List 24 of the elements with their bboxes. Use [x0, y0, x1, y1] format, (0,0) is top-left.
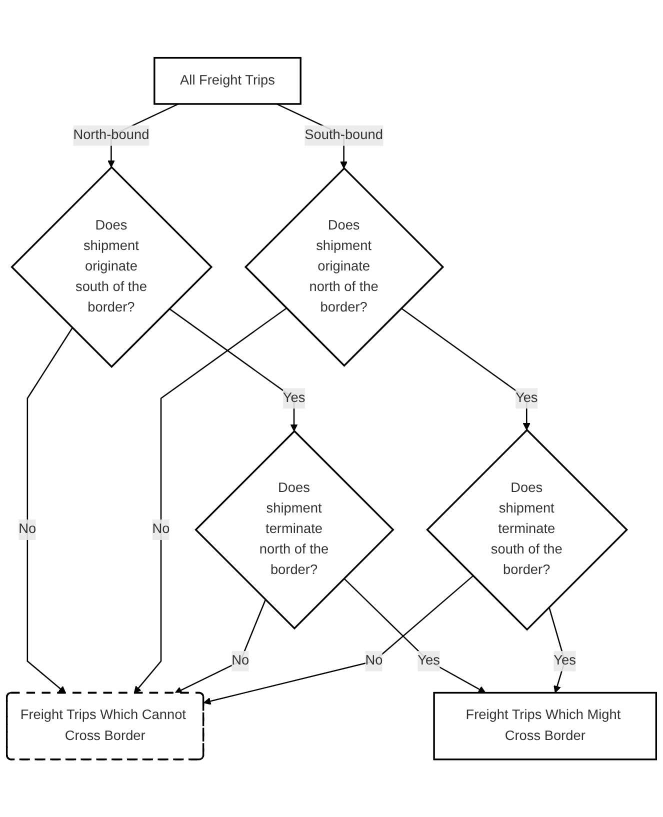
node-diamond: Does shipment terminate south of the border? [426, 428, 628, 631]
arrow [203, 575, 474, 705]
edge-label: Yes [515, 390, 538, 406]
edge-label: No [152, 522, 170, 536]
arrow [344, 578, 486, 693]
edge-label: Yes [554, 653, 576, 668]
arrow [26, 327, 73, 694]
arrow [168, 308, 298, 432]
edge-label: Yes [418, 653, 440, 668]
arrow [548, 606, 566, 693]
edge-label: No [18, 522, 36, 536]
node-diamond: Does shipment terminate north of the border? [194, 430, 394, 630]
arrow [400, 308, 530, 430]
arrow [134, 308, 287, 694]
edge-label: No [365, 653, 383, 668]
node-diamond: Does shipment originate south of the border? [10, 166, 213, 368]
edge-label: Yes [282, 390, 306, 406]
node-diamond: Does shipment originate north of the border? [244, 166, 444, 367]
arrow [174, 599, 266, 694]
edge-label: North-bound [73, 128, 150, 142]
edge-label: No [232, 653, 250, 668]
node-box: All Freight Trips [154, 56, 302, 105]
node-box: Freight Trips Which Might Cross Border [433, 692, 658, 760]
edge-label: South-bound [304, 128, 383, 142]
